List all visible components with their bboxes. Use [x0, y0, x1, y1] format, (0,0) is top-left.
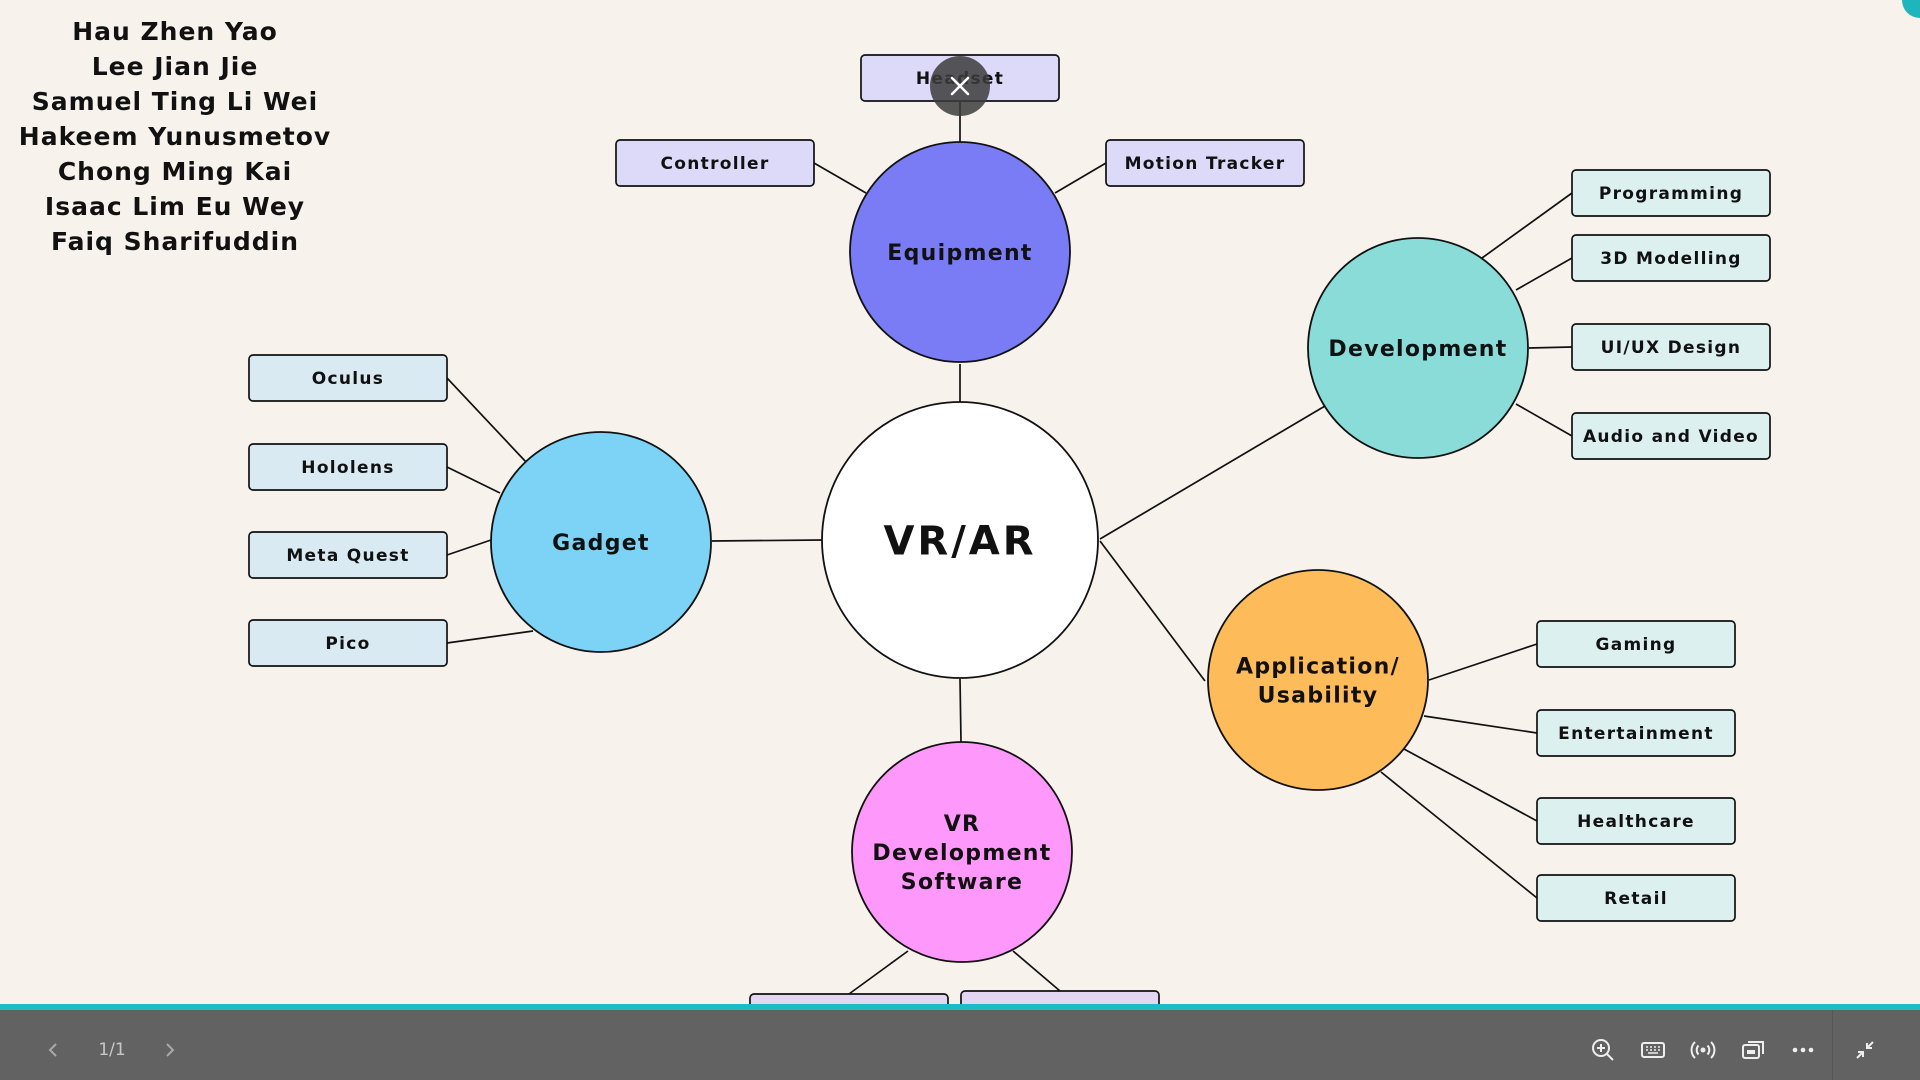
present-screen-icon	[1742, 1041, 1764, 1059]
zoom-in-icon	[1592, 1039, 1614, 1061]
leaf-box	[248, 531, 448, 579]
leaf-label: Oculus	[312, 369, 384, 389]
present-screen-button[interactable]	[1733, 1030, 1773, 1070]
leaf-label: Healthcare	[1577, 812, 1695, 832]
close-button[interactable]	[930, 56, 990, 116]
connector-line	[1428, 643, 1538, 681]
connector-line	[1515, 257, 1573, 291]
keyboard-icon	[1641, 1042, 1665, 1058]
leaf-box	[1536, 874, 1736, 922]
chevron-right-icon	[166, 1043, 175, 1057]
exit-fullscreen-button[interactable]	[1845, 1030, 1885, 1070]
connector-line	[1403, 748, 1538, 822]
connector-line	[446, 466, 501, 494]
team-member-name: Samuel Ting Li Wei	[31, 87, 319, 116]
leaf-label: Retail	[1604, 889, 1668, 909]
team-member-name: Faiq Sharifuddin	[50, 227, 300, 256]
leaf-label: 3D Modelling	[1600, 249, 1742, 269]
leaf-box	[1571, 169, 1771, 217]
leaf-box	[1536, 620, 1736, 668]
leaf-box	[248, 443, 448, 491]
leaf-box	[1571, 323, 1771, 371]
leaf-box	[1571, 234, 1771, 282]
team-member-name: Hau Zhen Yao	[72, 17, 278, 46]
presentation-toolbar: 1/1	[0, 1004, 1920, 1080]
leaf-label: Controller	[660, 154, 769, 174]
connector-line	[1054, 162, 1107, 194]
connector-line	[1099, 405, 1326, 540]
connector-line	[1481, 192, 1573, 259]
connector-lines	[446, 102, 1573, 995]
connector-line	[1528, 346, 1573, 349]
leaf-box	[1105, 139, 1305, 187]
connector-line	[711, 539, 823, 542]
connector-line	[1012, 950, 1061, 992]
live-broadcast-button[interactable]	[1683, 1030, 1723, 1070]
nodes: VR/AREquipmentHeadsetControllerMotion Tr…	[248, 54, 1771, 1041]
exit-fullscreen-icon	[1856, 1041, 1874, 1059]
next-page-button[interactable]	[149, 1030, 189, 1070]
connector-line	[1423, 715, 1538, 734]
leaf-label: Motion Tracker	[1125, 154, 1286, 174]
leaf-label: Gaming	[1595, 635, 1676, 655]
branch-node-application	[1207, 569, 1429, 791]
team-member-name: Hakeem Yunusmetov	[18, 122, 332, 151]
leaf-box	[1536, 797, 1736, 845]
branch-label-equipment: Equipment	[887, 241, 1032, 266]
connector-line	[446, 630, 534, 644]
branch-node-development	[1307, 237, 1529, 459]
close-icon	[950, 76, 970, 96]
connector-line	[1515, 403, 1573, 437]
connector-line	[446, 377, 527, 463]
leaf-box	[248, 619, 448, 667]
more-options-button[interactable]	[1783, 1030, 1823, 1070]
leaf-label: Entertainment	[1558, 724, 1714, 744]
team-member-name: Chong Ming Kai	[57, 157, 293, 186]
leaf-label: Audio and Video	[1583, 427, 1759, 447]
team-names: Hau Zhen Yao Lee Jian Jie Samuel Ting Li…	[0, 14, 350, 259]
branch-node-gadget	[490, 431, 712, 653]
team-member-name: Isaac Lim Eu Wey	[44, 192, 306, 221]
more-icon	[1792, 1047, 1814, 1053]
leaf-label: Meta Quest	[286, 546, 409, 566]
center-node-label: VR/AR	[883, 518, 1036, 564]
broadcast-icon	[1690, 1041, 1716, 1059]
toolbar-divider	[1832, 1010, 1833, 1080]
branch-label-application: Application/Usability	[1236, 654, 1400, 708]
connector-line	[813, 162, 867, 194]
zoom-button[interactable]	[1583, 1030, 1623, 1070]
connector-line	[1099, 540, 1206, 682]
leaf-box	[1536, 709, 1736, 757]
branch-node-software	[851, 741, 1073, 963]
keyboard-shortcuts-button[interactable]	[1633, 1030, 1673, 1070]
leaf-box	[615, 139, 815, 187]
page-indicator: 1/1	[98, 1040, 126, 1060]
leaf-box	[1571, 412, 1771, 460]
leaf-label: UI/UX Design	[1601, 338, 1742, 358]
branch-node-equipment	[849, 141, 1071, 363]
center-node	[821, 401, 1099, 679]
branch-label-development: Development	[1328, 337, 1507, 362]
branch-label-gadget: Gadget	[552, 531, 650, 556]
connector-line	[446, 539, 492, 556]
chevron-left-icon	[48, 1043, 57, 1057]
leaf-box	[248, 354, 448, 402]
previous-page-button[interactable]	[34, 1030, 74, 1070]
leaf-label: Programming	[1599, 184, 1743, 204]
connector-line	[1380, 771, 1538, 899]
connector-line	[959, 678, 962, 743]
leaf-label: Hololens	[301, 458, 394, 478]
connector-line	[848, 950, 909, 995]
team-member-name: Lee Jian Jie	[91, 52, 259, 81]
leaf-label: Pico	[325, 634, 370, 654]
